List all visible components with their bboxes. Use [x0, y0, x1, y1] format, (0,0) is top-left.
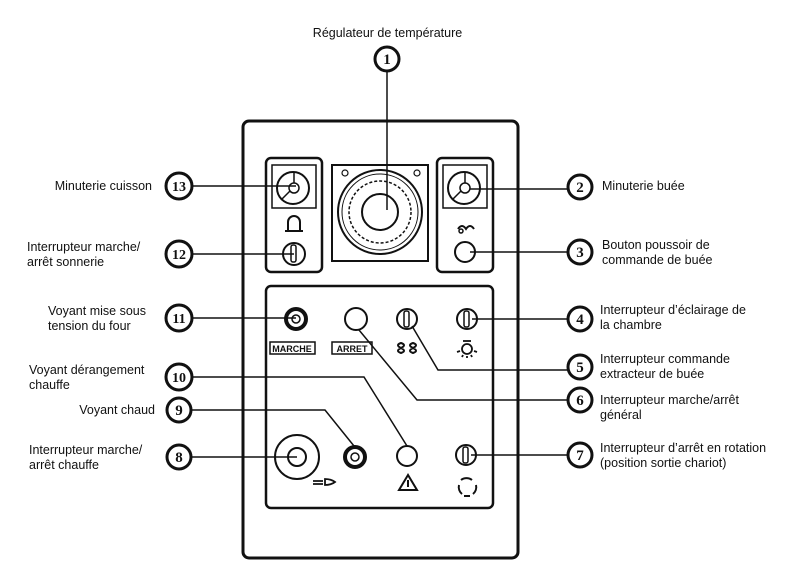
label-13: Minuterie cuisson — [54, 179, 152, 193]
label-line: arrêt sonnerie — [27, 255, 105, 269]
bell-icon — [285, 215, 303, 232]
label-line: commande de buée — [602, 253, 713, 267]
callout-7 — [566, 441, 594, 469]
callout-11 — [164, 303, 194, 333]
callout-number: 2 — [576, 180, 584, 196]
general-off-switch[interactable] — [344, 307, 368, 331]
warning-triangle-icon — [397, 473, 419, 491]
callout-5 — [566, 353, 594, 381]
label-line: tension du four — [48, 319, 131, 333]
label-11: Voyant mise sous tension du four — [48, 304, 158, 334]
label-3: Bouton poussoir de commande de buée — [602, 238, 713, 268]
label-line: Interrupteur d’arrêt en rotation — [600, 441, 767, 455]
callout-number: 9 — [175, 403, 183, 419]
callout-number: 4 — [576, 312, 584, 328]
callout-8 — [165, 443, 193, 471]
label-9: Voyant chaud — [79, 403, 155, 417]
steam-timer-frame — [442, 164, 488, 209]
label-line: (position sortie chariot) — [600, 456, 727, 470]
callout-number: 1 — [383, 52, 391, 68]
marche-text: MARCHE — [272, 344, 312, 354]
label-8: Interrupteur marche/ arrêt chauffe — [29, 443, 169, 473]
label-line: général — [600, 408, 642, 422]
callout-number: 7 — [576, 448, 584, 464]
hot-indicator — [343, 445, 367, 469]
callout-number: 5 — [576, 360, 584, 376]
thermostat-frame — [331, 164, 429, 262]
callout-10 — [164, 362, 194, 392]
label-1: Régulateur de température — [312, 26, 463, 40]
label-line: Interrupteur marche/arrêt — [600, 393, 739, 407]
label-line: Bouton poussoir de — [602, 238, 710, 252]
callout-13 — [164, 171, 194, 201]
rotation-icon — [457, 477, 478, 497]
steam-timer-dial — [447, 171, 481, 205]
callout-number: 6 — [576, 393, 584, 409]
label-line: Interrupteur marche/ — [29, 443, 143, 457]
label-line: arrêt chauffe — [29, 458, 99, 472]
extractor-switch[interactable] — [396, 308, 418, 330]
lower-panel — [264, 284, 495, 510]
label-line: chauffe — [29, 378, 70, 392]
fan-icon — [397, 341, 417, 355]
callout-number: 8 — [175, 450, 183, 466]
callout-6 — [566, 386, 594, 414]
lamp-icon — [456, 340, 478, 358]
label-line: la chambre — [600, 318, 662, 332]
label-5: Interrupteur commande extracteur de buée — [600, 352, 730, 382]
label-2: Minuterie buée — [602, 179, 685, 193]
callout-number: 12 — [172, 248, 186, 263]
callout-number: 3 — [576, 245, 584, 261]
arret-text: ARRET — [337, 344, 369, 354]
label-line: Interrupteur marche/ — [27, 240, 141, 254]
heating-icon — [313, 478, 337, 486]
leader-lines — [192, 70, 570, 458]
steam-icon — [457, 225, 475, 234]
cooking-timer-dial — [276, 171, 310, 205]
label-12: Interrupteur marche/ arrêt sonnerie — [27, 240, 167, 270]
arret-plate — [331, 341, 373, 355]
outer-panel — [241, 119, 520, 560]
callout-number: 11 — [172, 312, 185, 327]
label-6: Interrupteur marche/arrêt général — [600, 393, 739, 423]
callout-2 — [566, 173, 594, 201]
label-4: Interrupteur d’éclairage de la chambre — [600, 303, 746, 333]
label-10: Voyant dérangement chauffe — [29, 363, 164, 393]
label-line: Interrupteur d’éclairage de — [600, 303, 746, 317]
callout-1 — [373, 45, 401, 73]
callout-9 — [165, 396, 193, 424]
label-line: Interrupteur commande — [600, 352, 730, 366]
callout-12 — [164, 239, 194, 269]
thermostat-dial[interactable] — [337, 169, 423, 255]
callout-number: 10 — [172, 371, 186, 386]
label-line: Voyant mise sous — [48, 304, 146, 318]
power-on-indicator — [284, 307, 308, 331]
callout-4 — [566, 305, 594, 333]
heating-fault-indicator — [396, 445, 418, 467]
marche-plate — [269, 341, 316, 355]
callout-number: 13 — [172, 180, 186, 195]
callout-3 — [566, 238, 594, 266]
label-line: extracteur de buée — [600, 367, 705, 381]
right-module — [435, 156, 495, 274]
label-7: Interrupteur d’arrêt en rotation (positi… — [600, 441, 766, 471]
left-module — [264, 156, 324, 274]
label-line: Voyant dérangement — [29, 363, 145, 377]
